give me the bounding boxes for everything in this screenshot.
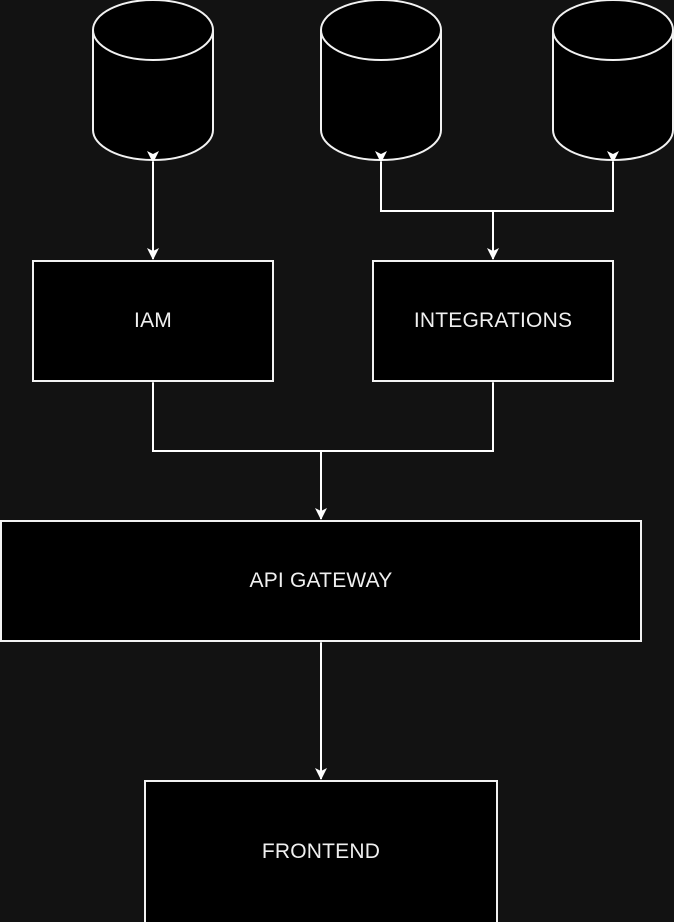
- node-iam[interactable]: IAM: [32, 260, 274, 382]
- edge-iam-to-gateway: [147, 372, 321, 452]
- database-integrations-1-icon[interactable]: [320, 0, 442, 161]
- database-iam-icon[interactable]: [92, 0, 214, 161]
- node-integrations[interactable]: INTEGRATIONS: [372, 260, 614, 382]
- edge-db-integrations-1-to-integrations: [375, 151, 493, 212]
- node-frontend[interactable]: FRONTEND: [144, 780, 498, 922]
- edge-db-integrations-2-to-integrations: [493, 151, 619, 212]
- node-frontend-label: FRONTEND: [261, 840, 381, 863]
- node-integrations-label: INTEGRATIONS: [413, 309, 573, 332]
- database-integrations-2-icon[interactable]: [552, 0, 674, 161]
- node-api-gateway-label: API GATEWAY: [249, 569, 393, 592]
- node-api-gateway[interactable]: API GATEWAY: [0, 520, 642, 642]
- node-iam-label: IAM: [134, 309, 172, 332]
- edge-integrations-to-gateway: [321, 372, 499, 452]
